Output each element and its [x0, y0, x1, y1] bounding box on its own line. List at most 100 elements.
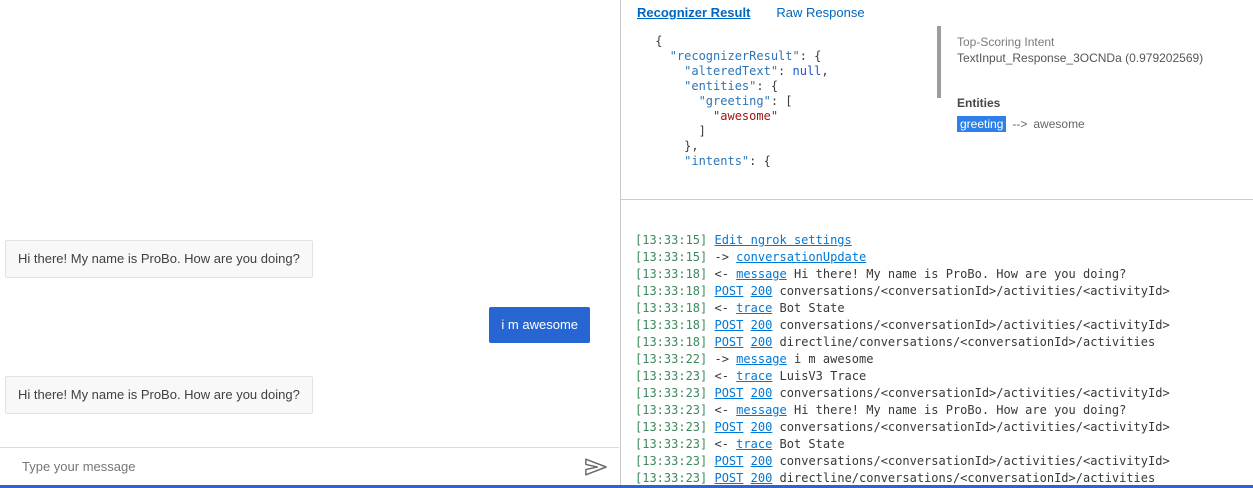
- log-link[interactable]: 200: [750, 454, 773, 468]
- entities-label: Entities: [957, 96, 1001, 110]
- log-text: conversations/<conversationId>/activitie…: [779, 318, 1170, 332]
- log-link[interactable]: conversationUpdate: [736, 250, 867, 264]
- inspector-log-panel: Recognizer Result Raw Response { "recogn…: [621, 0, 1253, 488]
- log-entry: [13:33:18] <- message Hi there! My name …: [635, 266, 1253, 283]
- log-entry: [13:33:23] POST 200 conversations/<conve…: [635, 453, 1253, 470]
- log-text: <-: [714, 369, 729, 383]
- log-timestamp: [13:33:23]: [635, 386, 708, 400]
- json-line: "recognizerResult": {: [648, 49, 1253, 64]
- log-link[interactable]: Edit ngrok settings: [714, 233, 852, 247]
- log-entry: [13:33:23] POST 200 conversations/<conve…: [635, 385, 1253, 402]
- entity-arrow: -->: [1012, 117, 1028, 131]
- json-token: : {: [799, 49, 822, 63]
- log-timestamp: [13:33:18]: [635, 301, 708, 315]
- log-link[interactable]: POST: [714, 318, 744, 332]
- log-timestamp: [13:33:18]: [635, 267, 708, 281]
- json-token: "recognizerResult": [669, 49, 800, 63]
- log-entry: [13:33:18] POST 200 conversations/<conve…: [635, 317, 1253, 334]
- inspector-scrollbar[interactable]: [937, 26, 941, 98]
- entity-name-chip[interactable]: greeting: [957, 116, 1007, 132]
- log-text: Hi there! My name is ProBo. How are you …: [793, 403, 1127, 417]
- log-timestamp: [13:33:23]: [635, 471, 708, 485]
- log-text: LuisV3 Trace: [779, 369, 867, 383]
- log-link[interactable]: trace: [736, 437, 773, 451]
- log-link[interactable]: POST: [714, 284, 744, 298]
- log-link[interactable]: 200: [750, 335, 773, 349]
- log-link[interactable]: 200: [750, 318, 773, 332]
- json-line: "greeting": [: [648, 94, 1253, 109]
- message-input[interactable]: [0, 448, 579, 485]
- recognizer-result-json: { "recognizerResult": { "alteredText": n…: [621, 34, 1253, 169]
- log-entry: [13:33:18] POST 200 conversations/<conve…: [635, 283, 1253, 300]
- log-text: Hi there! My name is ProBo. How are you …: [793, 267, 1127, 281]
- json-line: "alteredText": null,: [648, 64, 1253, 79]
- json-token: {: [655, 34, 663, 48]
- json-token: },: [684, 139, 699, 153]
- log-text: <-: [714, 437, 729, 451]
- log-timestamp: [13:33:23]: [635, 437, 708, 451]
- json-line: "intents": {: [648, 154, 1253, 169]
- json-token: ,: [821, 64, 829, 78]
- log-text: i m awesome: [793, 352, 874, 366]
- json-token: ]: [698, 124, 706, 138]
- json-line: "awesome": [648, 109, 1253, 124]
- log-text: ->: [714, 250, 729, 264]
- log-entry: [13:33:18] <- trace Bot State: [635, 300, 1253, 317]
- log-text: conversations/<conversationId>/activitie…: [779, 284, 1170, 298]
- log-link[interactable]: 200: [750, 471, 773, 485]
- send-button[interactable]: [579, 450, 613, 484]
- log-link[interactable]: message: [736, 352, 787, 366]
- log-link[interactable]: POST: [714, 454, 744, 468]
- log-link[interactable]: 200: [750, 386, 773, 400]
- tab-raw-response[interactable]: Raw Response: [776, 5, 865, 20]
- log-link[interactable]: 200: [750, 284, 773, 298]
- log-link[interactable]: POST: [714, 420, 744, 434]
- json-token: : [: [770, 94, 793, 108]
- log-entry: [13:33:23] POST 200 directline/conversat…: [635, 470, 1253, 487]
- log-link[interactable]: trace: [736, 369, 773, 383]
- log-entry: [13:33:18] POST 200 directline/conversat…: [635, 334, 1253, 351]
- log-link[interactable]: trace: [736, 301, 773, 315]
- log-link[interactable]: 200: [750, 420, 773, 434]
- log-timestamp: [13:33:18]: [635, 284, 708, 298]
- json-token: : {: [756, 79, 779, 93]
- json-token: "greeting": [698, 94, 771, 108]
- log-text: <-: [714, 267, 729, 281]
- json-token: :: [778, 64, 793, 78]
- log-link[interactable]: POST: [714, 471, 744, 485]
- json-line: ]: [648, 124, 1253, 139]
- message-input-bar: [0, 447, 619, 485]
- log-text: directline/conversations/<conversationId…: [779, 471, 1156, 485]
- log-entry: [13:33:23] POST 200 conversations/<conve…: [635, 419, 1253, 436]
- json-token: "entities": [684, 79, 757, 93]
- json-line: },: [648, 139, 1253, 154]
- webchat-panel: Hi there! My name is ProBo. How are you …: [0, 0, 621, 488]
- log-text: Bot State: [779, 437, 845, 451]
- log-link[interactable]: message: [736, 403, 787, 417]
- log-timestamp: [13:33:18]: [635, 318, 708, 332]
- log-link[interactable]: POST: [714, 386, 744, 400]
- log-text: ->: [714, 352, 729, 366]
- log-entry: [13:33:22] -> message i m awesome: [635, 351, 1253, 368]
- log-text: conversations/<conversationId>/activitie…: [779, 454, 1170, 468]
- log-entry: [13:33:23] <- trace Bot State: [635, 436, 1253, 453]
- json-token: "alteredText": [684, 64, 779, 78]
- tab-recognizer-result[interactable]: Recognizer Result: [637, 5, 751, 20]
- log-timestamp: [13:33:23]: [635, 420, 708, 434]
- json-line: {: [648, 34, 1253, 49]
- log-text: directline/conversations/<conversationId…: [779, 335, 1156, 349]
- log-text: conversations/<conversationId>/activitie…: [779, 386, 1170, 400]
- inspector-tabs: Recognizer Result Raw Response: [621, 0, 1253, 20]
- entity-row: greeting --> awesome: [957, 116, 1085, 132]
- log-text: Bot State: [779, 301, 845, 315]
- entity-value: awesome: [1033, 117, 1085, 131]
- log-text: <-: [714, 301, 729, 315]
- log-timestamp: [13:33:22]: [635, 352, 708, 366]
- window-focus-border: [0, 485, 1253, 488]
- log-text: conversations/<conversationId>/activitie…: [779, 420, 1170, 434]
- log-link[interactable]: message: [736, 267, 787, 281]
- send-icon: [583, 455, 609, 479]
- json-line: "entities": {: [648, 79, 1253, 94]
- log-entry: [13:33:15] Edit ngrok settings: [635, 232, 1253, 249]
- log-link[interactable]: POST: [714, 335, 744, 349]
